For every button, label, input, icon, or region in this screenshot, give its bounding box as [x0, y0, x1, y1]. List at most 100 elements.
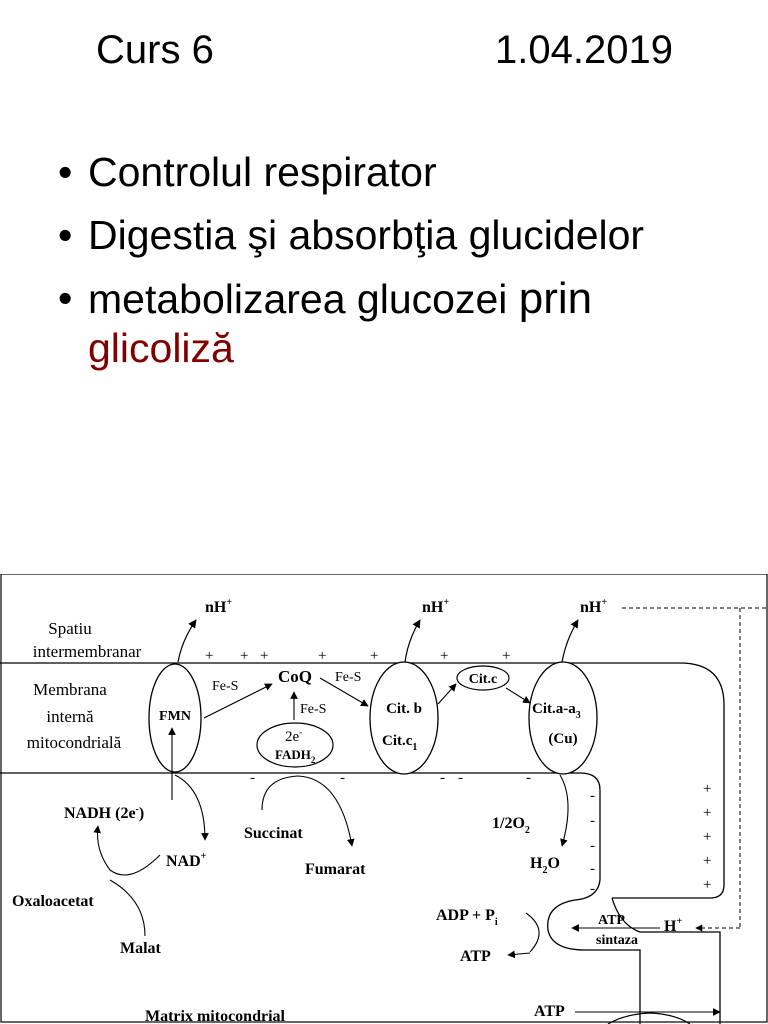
pump-arrow-2 [404, 619, 421, 663]
plus-signs-right: + + + + + [703, 781, 711, 893]
course-title: Curs 6 [96, 28, 214, 72]
bullet-dot: • [58, 275, 73, 321]
bullet-text-prin: prin [518, 274, 593, 323]
citb-label: Cit. b [386, 701, 422, 717]
coq-label: CoQ [278, 667, 312, 686]
cu-label: (Cu) [548, 731, 577, 747]
atp-synthase-membrane [547, 879, 641, 1024]
course-date: 1.04.2019 [495, 28, 673, 72]
oxygen-label: 1/2O2 [492, 815, 530, 836]
nh-label-3: nH+ [580, 597, 607, 616]
intermembrane-label-1: Spatiu [48, 619, 92, 638]
coq-to-citb-arrow [319, 677, 369, 707]
translocase-top [607, 1012, 691, 1024]
water-label: H2O [530, 855, 560, 876]
svg-text:+: + [703, 853, 711, 869]
membrane-label-3: mitocondrială [27, 733, 122, 752]
fes-label-3: Fe-S [300, 702, 326, 717]
bullet-list: • Controlul respirator • Digestia şi absor… [58, 148, 758, 387]
bullet-item: • metabolizarea glucozei prin glicoliză [58, 274, 758, 373]
svg-text:+: + [502, 648, 510, 664]
fmn-to-coq-arrow [203, 683, 273, 719]
bullet-dot: • [58, 149, 73, 195]
svg-text:+: + [318, 648, 326, 664]
succinat-label: Succinat [244, 825, 303, 842]
svg-text:-: - [340, 770, 345, 786]
atp-export-label: ATP [534, 1003, 565, 1020]
oxaloacetat-label: Oxaloacetat [12, 893, 94, 910]
nh-label-2: nH+ [422, 597, 449, 616]
malat-cycle-arc [109, 879, 146, 937]
membrane-label-1: Membrana [33, 680, 107, 699]
pump-arrow-3 [561, 619, 579, 663]
membrane-label-2: internă [46, 707, 94, 726]
svg-text:+: + [703, 781, 711, 797]
adp-arc [525, 912, 540, 953]
bullet-text: Digestia şi absorbţia glucidelor [88, 212, 645, 258]
svg-text:+: + [240, 648, 248, 664]
atp-label: ATP [460, 948, 491, 965]
nad-cycle-arrow [93, 825, 161, 876]
bullet-item: • Controlul respirator [58, 148, 758, 197]
nad-label: NAD+ [166, 851, 207, 870]
bullet-text-glycolysis: glicoliză [88, 325, 234, 371]
fes-label-1: Fe-S [212, 679, 238, 694]
svg-text:+: + [703, 805, 711, 821]
atp-synthase-label-2: sintaza [596, 933, 638, 948]
svg-text:+: + [703, 877, 711, 893]
citc-complex [456, 665, 510, 691]
svg-text:+: + [260, 648, 268, 664]
svg-text:-: - [590, 861, 595, 877]
proton-label: H+ [664, 916, 682, 935]
citb-citc1-complex [369, 661, 439, 775]
fadh2-electron-label: 2e- [285, 727, 302, 745]
atp-synthase-membrane-2 [611, 897, 721, 1024]
fadh2-complex [256, 722, 334, 768]
fadh2-label: FADH2 [275, 747, 316, 765]
atp-synthase-label-1: ATP [598, 913, 625, 928]
svg-text:+: + [440, 648, 448, 664]
citc1-label: Cit.c1 [382, 733, 417, 753]
fmn-to-nad-arrow [174, 774, 209, 841]
svg-text:+: + [703, 829, 711, 845]
adp-label: ADP + Pi [436, 907, 498, 928]
bullet-dot: • [58, 212, 73, 258]
citc1-to-citc-arrow [437, 683, 457, 705]
diagram-frame [0, 574, 768, 1023]
minus-signs-bottom: - - - - - - - - - - [250, 770, 595, 897]
citaa3-complex [528, 661, 598, 775]
bullet-text: metabolizarea glucozei [88, 276, 519, 322]
atp-out-arrow [507, 950, 531, 959]
svg-text:-: - [590, 881, 595, 897]
membrane-fold-inner [579, 772, 601, 880]
malat-label: Malat [120, 940, 162, 957]
nh-label-1: nH+ [205, 597, 232, 616]
citc-to-citaa-arrow [505, 687, 531, 704]
oxygen-to-water-arrow [559, 774, 569, 847]
succinate-to-fumarate-arrow [261, 775, 355, 847]
fmn-complex [148, 663, 202, 773]
fes-label-2: Fe-S [335, 670, 361, 685]
svg-text:-: - [590, 813, 595, 829]
svg-text:-: - [526, 770, 531, 786]
svg-text:-: - [590, 788, 595, 804]
svg-text:-: - [458, 770, 463, 786]
matrix-label: Matrix mitocondrial [145, 1008, 286, 1024]
fmn-label: FMN [159, 709, 191, 724]
svg-text:-: - [590, 838, 595, 854]
pump-arrow-1 [177, 619, 197, 663]
bullet-item: • Digestia şi absorbţia glucidelor [58, 211, 758, 260]
svg-text:+: + [370, 648, 378, 664]
svg-text:-: - [440, 770, 445, 786]
nadh-label: NADH (2e-) [64, 804, 144, 822]
respiratory-chain-diagram: Spatiu intermembranar Membrana internă m… [0, 574, 768, 1024]
citc-label: Cit.c [469, 672, 497, 687]
membrane-fold [612, 662, 725, 899]
svg-text:-: - [250, 770, 255, 786]
fumarat-label: Fumarat [305, 861, 366, 878]
plus-signs-top: + + + + + + + [205, 648, 510, 664]
citaa3-label: Cit.a-a3 [532, 701, 581, 721]
intermembrane-label-2: intermembranar [33, 642, 142, 661]
svg-text:+: + [205, 648, 213, 664]
bullet-text: Controlul respirator [88, 149, 437, 195]
